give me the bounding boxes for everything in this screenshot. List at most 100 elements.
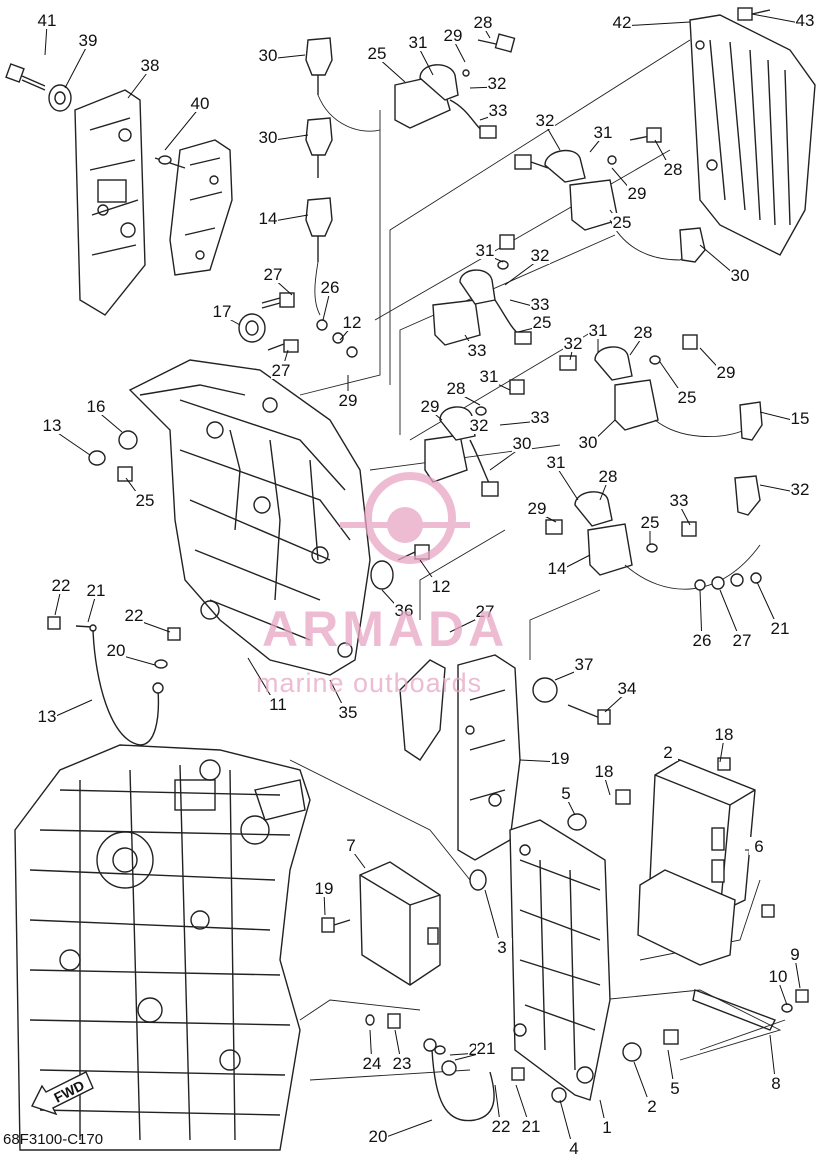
callout-label-bg [469,416,489,434]
callout-number: 19 [551,749,570,768]
callout-number: 35 [339,703,358,722]
callout-label-bg [593,123,613,141]
callout-label-bg [86,397,106,415]
callout-number: 9 [790,945,799,964]
callout-number: 33 [670,491,689,510]
callout-label-bg [475,241,495,259]
callout-number: 8 [771,1074,780,1093]
callout-label-bg [658,743,678,761]
callout-label-bg [749,837,769,855]
callout-leader [64,43,89,89]
callout-label-bg [640,513,660,531]
callout-number: 21 [771,619,790,638]
callout-label-bg [766,1074,786,1092]
callout-label-bg [612,13,632,31]
clamps-26-27-left [316,319,358,358]
callout-label-bg [730,266,750,284]
callout-number: 17 [213,302,232,321]
callout-label-bg [546,453,566,471]
callout-number: 29 [717,363,736,382]
callout-number: 29 [339,391,358,410]
callout-number: 31 [409,33,428,52]
callout-label-bg [78,31,98,49]
callout-label-bg [535,111,555,129]
callout-number: 31 [594,123,613,142]
callout-label-bg [642,1097,662,1115]
callout-label-bg [488,101,508,119]
callout-label-bg [574,655,594,673]
callout-number: 26 [693,631,712,650]
callout-number: 13 [43,416,62,435]
callout-label-bg [140,56,160,74]
callout-number: 43 [796,11,815,30]
callout-number: 5 [561,784,570,803]
callout-number: 32 [470,416,489,435]
callout-label-bg [42,416,62,434]
callout-number: 39 [79,31,98,50]
callout-number: 25 [613,213,632,232]
callout-number: 30 [579,433,598,452]
fwd-arrow-icon: FWD [31,1071,94,1116]
callout-label-bg [790,480,810,498]
drawing-code: 68F3100-C170 [3,1131,104,1148]
callout-label-bg [338,703,358,721]
callout-label-bg [521,1117,541,1135]
callout-label-bg [408,33,428,51]
watermark-brand: ARMADA [262,601,509,657]
callout-leader [555,465,579,501]
callout-number: 33 [489,101,508,120]
callout-number: 19 [315,879,334,898]
callout-number: 2 [647,1097,656,1116]
callout-number: 28 [474,13,493,32]
callout-number: 22 [125,606,144,625]
callout-number: 29 [628,184,647,203]
bolt-14-top [261,292,295,309]
callout-number: 29 [444,26,463,45]
callout-label-bg [598,467,618,485]
callout-label-bg [467,341,487,359]
callout-number: 12 [343,313,362,332]
callout-number: 29 [528,499,547,518]
callout-number: 25 [678,388,697,407]
callout-number: 30 [731,266,750,285]
callout-number: 30 [513,434,532,453]
callout-number: 22 [52,576,71,595]
callout-number: 20 [369,1127,388,1146]
callout-label-bg [263,265,283,283]
callout-label-bg [669,491,689,509]
callout-number: 32 [488,74,507,93]
callout-number: 25 [533,313,552,332]
callout-label-bg [677,388,697,406]
callout-label-bg [212,302,232,320]
callout-number: 26 [321,278,340,297]
callout-number: 31 [480,367,499,386]
callout-label-bg [392,1054,412,1072]
ground-lead-20-bottom [365,1013,525,1122]
electrical-bracket-11 [128,359,371,676]
callout-number: 42 [613,13,632,32]
ignition-coil-25-top [394,33,516,139]
callout-number: 33 [468,341,487,360]
grommet-12-left [238,313,266,343]
callout-number: 2 [663,743,672,762]
callout-label-bg [768,967,788,985]
callout-number: 21 [477,1039,496,1058]
ignition-coil-25-right-upper [514,127,706,263]
callout-label-bg [37,11,57,29]
callout-number: 15 [791,409,810,428]
callout-label-bg [106,641,126,659]
callout-label-bg [394,601,414,619]
callout-label-bg [268,695,288,713]
callout-number: 20 [107,641,126,660]
callout-number: 12 [432,577,451,596]
callout-label-bg [420,397,440,415]
grommet-12-mid [370,560,394,590]
callout-label-bg [732,631,752,649]
callout-number: 32 [791,480,810,499]
callout-number: 21 [87,581,106,600]
callout-number: 41 [38,11,57,30]
callout-label-bg [588,321,608,339]
callout-number: 21 [522,1117,541,1136]
callout-label-bg [443,26,463,44]
